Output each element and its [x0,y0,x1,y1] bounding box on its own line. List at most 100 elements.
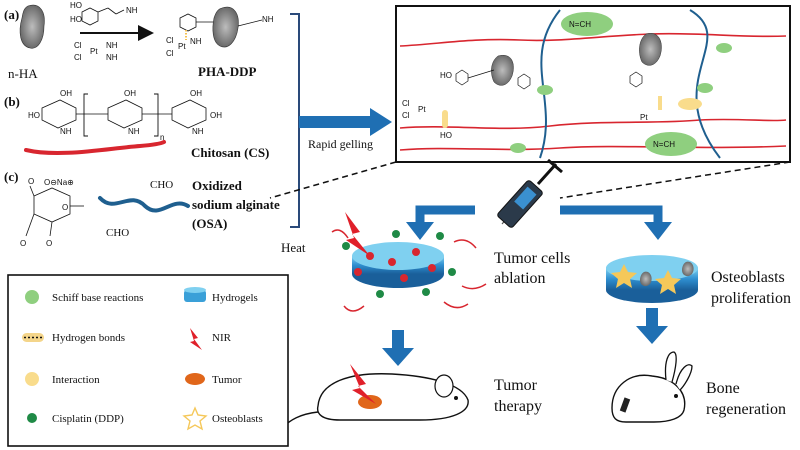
legend-item-interaction: Interaction [25,372,100,386]
svg-text:Cl: Cl [74,41,82,50]
svg-text:Cl: Cl [402,111,410,120]
osteoblasts-label-line2: proliferation [711,290,791,307]
legend-box [7,274,289,447]
heated-hydrogel-icon [331,229,487,312]
legend: Schiff base reactions Hydrogen bonds Int… [22,287,263,431]
hydrogel-disc-icon [184,290,206,302]
tumor-icon [185,373,205,385]
heat-label: Heat [281,240,306,255]
rapid-gelling-label: Rapid gelling [308,137,373,151]
osa-label-line1: Oxidized [192,178,243,193]
svg-text:OH: OH [124,89,136,98]
rabbit-illustration [611,351,693,423]
svg-text:N=CH: N=CH [653,140,675,149]
branch-arrow-right [560,205,663,222]
svg-text:O: O [46,239,52,248]
tumor-cells-label-line1: Tumor cells [494,250,570,267]
nha-particle-icon [19,4,45,49]
svg-text:Tumor: Tumor [212,374,242,386]
legend-item-tumor: Tumor [185,373,242,386]
down-arrow-right [636,308,668,344]
hydrogel-network: N=CH N=CH Cl Cl Pt HO HO Pt [399,9,787,159]
nha-label: n-HA [8,66,38,81]
rapid-gelling-arrow [299,108,392,136]
cisplatin-structure: Cl Cl Pt NH NH [74,41,118,62]
zoom-line-left [269,161,397,199]
syringe-icon [497,158,563,228]
svg-text:N=CH: N=CH [569,20,591,29]
svg-text:Hydrogen bonds: Hydrogen bonds [52,332,125,344]
osa-chain-icon [98,196,190,213]
legend-item-schiff: Schiff base reactions [25,290,143,304]
pha-ddp-label: PHA-DDP [198,64,257,79]
svg-text:NH: NH [192,127,204,136]
svg-text:Interaction: Interaction [52,374,100,386]
svg-text:Cl: Cl [74,53,82,62]
chitosan-label: Chitosan (CS) [191,145,269,160]
legend-item-nir: NIR [190,328,232,350]
down-arrow-left [382,330,414,366]
green-ellipse-icon [25,290,39,304]
panel-a-label: (a) [4,7,19,22]
svg-text:HO: HO [440,131,452,140]
legend-item-ddp: Cisplatin (DDP) [27,413,124,425]
dark-green-dot-icon [27,413,37,423]
svg-text:Pt: Pt [90,47,98,56]
osa-cho-bottom: CHO [106,227,129,239]
lightning-icon [190,328,202,350]
legend-item-hbond: Hydrogen bonds [22,332,125,344]
svg-text:HO: HO [28,111,40,120]
network-inset-box [395,5,791,163]
pha-ddp-structure: NH Cl Cl Pt NH [166,6,274,58]
svg-text:Pt: Pt [418,105,426,114]
svg-text:NH: NH [262,15,274,24]
svg-text:NH: NH [106,53,118,62]
branch-arrow-left [415,205,475,222]
svg-text:NH: NH [106,41,118,50]
zoom-line-right [559,161,791,199]
svg-text:Hydrogels: Hydrogels [212,292,258,304]
panel-b-label: (b) [4,94,20,109]
svg-text:Cl: Cl [166,36,174,45]
tumor-cells-label-line2: ablation [494,270,546,287]
svg-text:NH: NH [60,127,72,136]
tumor-therapy-label-line2: therapy [494,398,542,415]
svg-text:NH: NH [190,37,202,46]
svg-text:Cl: Cl [402,99,410,108]
nir-beam-icon [345,212,370,256]
osteoblast-hydrogel-icon [606,255,698,303]
osa-label-line2: sodium alginate [192,197,280,212]
svg-text:HO: HO [70,1,82,10]
bone-regen-label-line2: regeneration [706,401,786,418]
osa-cho-top: CHO [150,179,173,191]
svg-text:O⊖Na⊕: O⊖Na⊕ [44,178,74,187]
svg-text:NH: NH [128,127,140,136]
svg-text:NH: NH [126,6,138,15]
svg-text:OH: OH [210,111,222,120]
legend-item-hydrogel: Hydrogels [184,287,258,304]
svg-text:O: O [20,239,26,248]
svg-text:O: O [28,177,34,186]
grouping-bracket [290,13,300,228]
svg-text:HO: HO [70,15,82,24]
svg-text:Schiff base reactions: Schiff base reactions [52,292,143,304]
panel-c-label: (c) [4,169,18,184]
svg-text:Osteoblasts: Osteoblasts [212,413,263,425]
osteoblasts-label-line1: Osteoblasts [711,269,785,286]
tumor-therapy-label-line1: Tumor [494,377,538,394]
svg-text:OH: OH [190,89,202,98]
svg-text:O: O [62,203,68,212]
yellow-circle-icon [25,372,39,386]
mouse-illustration [281,364,469,429]
chitosan-structure: n HO NH NH NH OH OH OH OH [28,89,222,142]
legend-item-osteo: Osteoblasts [182,406,263,431]
svg-text:n: n [160,133,164,142]
osa-label-line3: (OSA) [192,216,227,231]
svg-text:Cisplatin (DDP): Cisplatin (DDP) [52,413,124,425]
svg-text:Pt: Pt [640,113,648,122]
chitosan-chain-icon [24,140,166,156]
svg-text:NIR: NIR [212,332,232,344]
dopamine-structure: HO HO NH [70,1,138,26]
